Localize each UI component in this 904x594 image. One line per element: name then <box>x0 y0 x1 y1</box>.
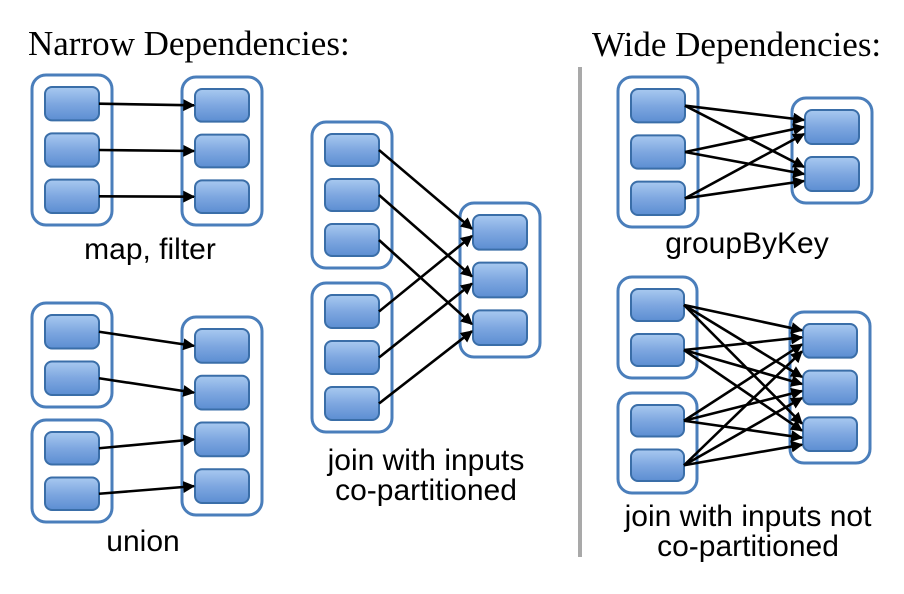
partition-block <box>44 431 100 466</box>
dependency-arrow <box>684 123 806 154</box>
dependency-arrow <box>683 348 803 432</box>
partition-block <box>630 134 686 170</box>
wide-dependencies-title: Wide Dependencies: <box>592 25 882 64</box>
dependency-arrow <box>683 387 804 423</box>
dependency-arrow <box>378 234 473 313</box>
partition-block <box>194 374 250 411</box>
dependency-arrow <box>684 104 806 125</box>
partition-block <box>324 178 380 212</box>
dependency-arrow <box>98 434 196 450</box>
partition-block <box>472 309 528 347</box>
partition-block <box>324 133 380 167</box>
rdd-container <box>180 315 264 517</box>
dependency-arrow <box>378 194 473 278</box>
partition-block <box>194 328 250 364</box>
dependency-arrow <box>684 132 806 200</box>
label-join-co-partitioned: join with inputs co-partitioned <box>327 444 525 507</box>
partition-block <box>324 340 380 375</box>
dependency-arrow <box>98 481 196 496</box>
partition-block <box>194 133 250 169</box>
partition-block <box>802 416 858 453</box>
partition-block <box>44 476 100 511</box>
partition-block <box>194 179 250 214</box>
partition-block <box>324 223 380 257</box>
partition-block <box>324 386 380 421</box>
partition-block <box>630 448 685 482</box>
dependency-arrow <box>683 304 803 425</box>
partition-block <box>44 314 100 350</box>
partition-block <box>194 468 250 504</box>
dependency-arrow <box>378 330 473 405</box>
dependency-arrow <box>683 303 804 334</box>
partition-block <box>472 261 528 299</box>
partition-block <box>44 86 100 122</box>
label-join-not-co-partitioned: join with inputs not co-partitioned <box>624 500 872 563</box>
partition-block <box>630 333 685 367</box>
dependency-arrow <box>98 330 196 351</box>
partition-block <box>194 421 250 458</box>
partition-block <box>44 178 100 215</box>
dependency-arrow <box>683 419 804 443</box>
partition-block <box>44 132 100 168</box>
dependency-arrow <box>378 282 473 359</box>
dependency-arrow <box>683 396 804 467</box>
dependency-arrow <box>684 104 806 169</box>
dependency-arrow <box>98 99 196 112</box>
dependency-arrow <box>98 376 196 397</box>
label-map-filter: map, filter <box>84 233 216 266</box>
partition-block <box>804 109 860 145</box>
dependency-arrow <box>684 176 806 200</box>
section-divider <box>578 67 582 557</box>
partition-block <box>630 288 685 322</box>
dependency-arrow <box>683 348 804 387</box>
partition-block <box>44 360 100 396</box>
dependency-arrow <box>684 150 806 178</box>
label-groupbykey: groupByKey <box>665 227 829 260</box>
partition-block <box>802 323 858 359</box>
partition-block <box>630 404 685 438</box>
partition-block <box>472 214 528 251</box>
narrow-dependencies-title: Narrow Dependencies: <box>28 24 350 63</box>
dependency-arrow <box>683 303 804 379</box>
dependency-arrow <box>378 239 473 326</box>
partition-block <box>630 180 686 217</box>
dependency-arrow <box>683 440 804 467</box>
partition-block <box>194 88 250 123</box>
partition-block <box>630 88 686 124</box>
dependency-arrow <box>683 332 804 352</box>
dependency-arrow <box>683 350 803 467</box>
partition-block <box>804 156 860 192</box>
dependency-arrow <box>378 149 473 230</box>
dependency-arrow <box>98 144 196 157</box>
label-union: union <box>106 525 180 558</box>
partition-block <box>802 369 858 406</box>
dependency-arrow <box>683 343 804 422</box>
partition-block <box>324 294 380 329</box>
